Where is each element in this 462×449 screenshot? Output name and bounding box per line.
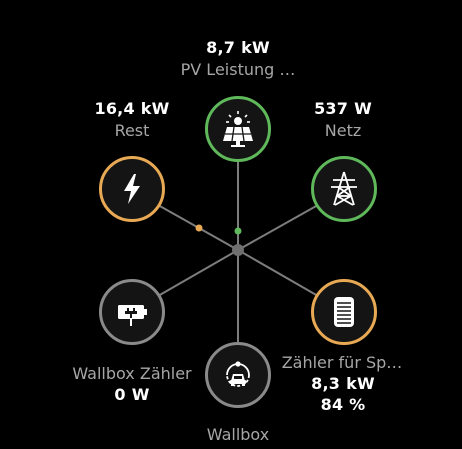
storage-label: Zähler für Sp… bbox=[281, 353, 403, 372]
wallbox-meter-label: Wallbox Zähler bbox=[72, 364, 192, 383]
flow-line-wallbox-meter bbox=[157, 249, 239, 297]
wallbox-plug-icon bbox=[118, 305, 147, 326]
lightning-icon bbox=[124, 174, 140, 204]
storage-soc: 84 % bbox=[320, 395, 366, 414]
rest-label: Rest bbox=[114, 121, 150, 140]
solar-panel-icon bbox=[223, 111, 253, 147]
flow-line-grid bbox=[237, 204, 319, 251]
grid-label: Netz bbox=[324, 121, 362, 140]
flow-line-storage bbox=[237, 249, 319, 297]
wallbox-label: Wallbox bbox=[206, 425, 270, 444]
flow-dot-pv bbox=[234, 227, 242, 235]
grid-node[interactable] bbox=[311, 156, 377, 222]
power-tower-icon bbox=[331, 171, 357, 206]
pv-label: PV Leistung … bbox=[180, 60, 296, 79]
wallbox-meter-node[interactable] bbox=[99, 279, 165, 345]
wallbox-node[interactable] bbox=[205, 342, 271, 408]
rest-node[interactable] bbox=[99, 156, 165, 222]
flow-dot-rest bbox=[195, 224, 203, 232]
battery-storage-icon bbox=[334, 297, 354, 327]
hub-center bbox=[232, 244, 244, 256]
storage-node[interactable] bbox=[311, 279, 377, 345]
ev-charger-icon bbox=[226, 361, 250, 387]
pv-node[interactable] bbox=[205, 96, 271, 162]
